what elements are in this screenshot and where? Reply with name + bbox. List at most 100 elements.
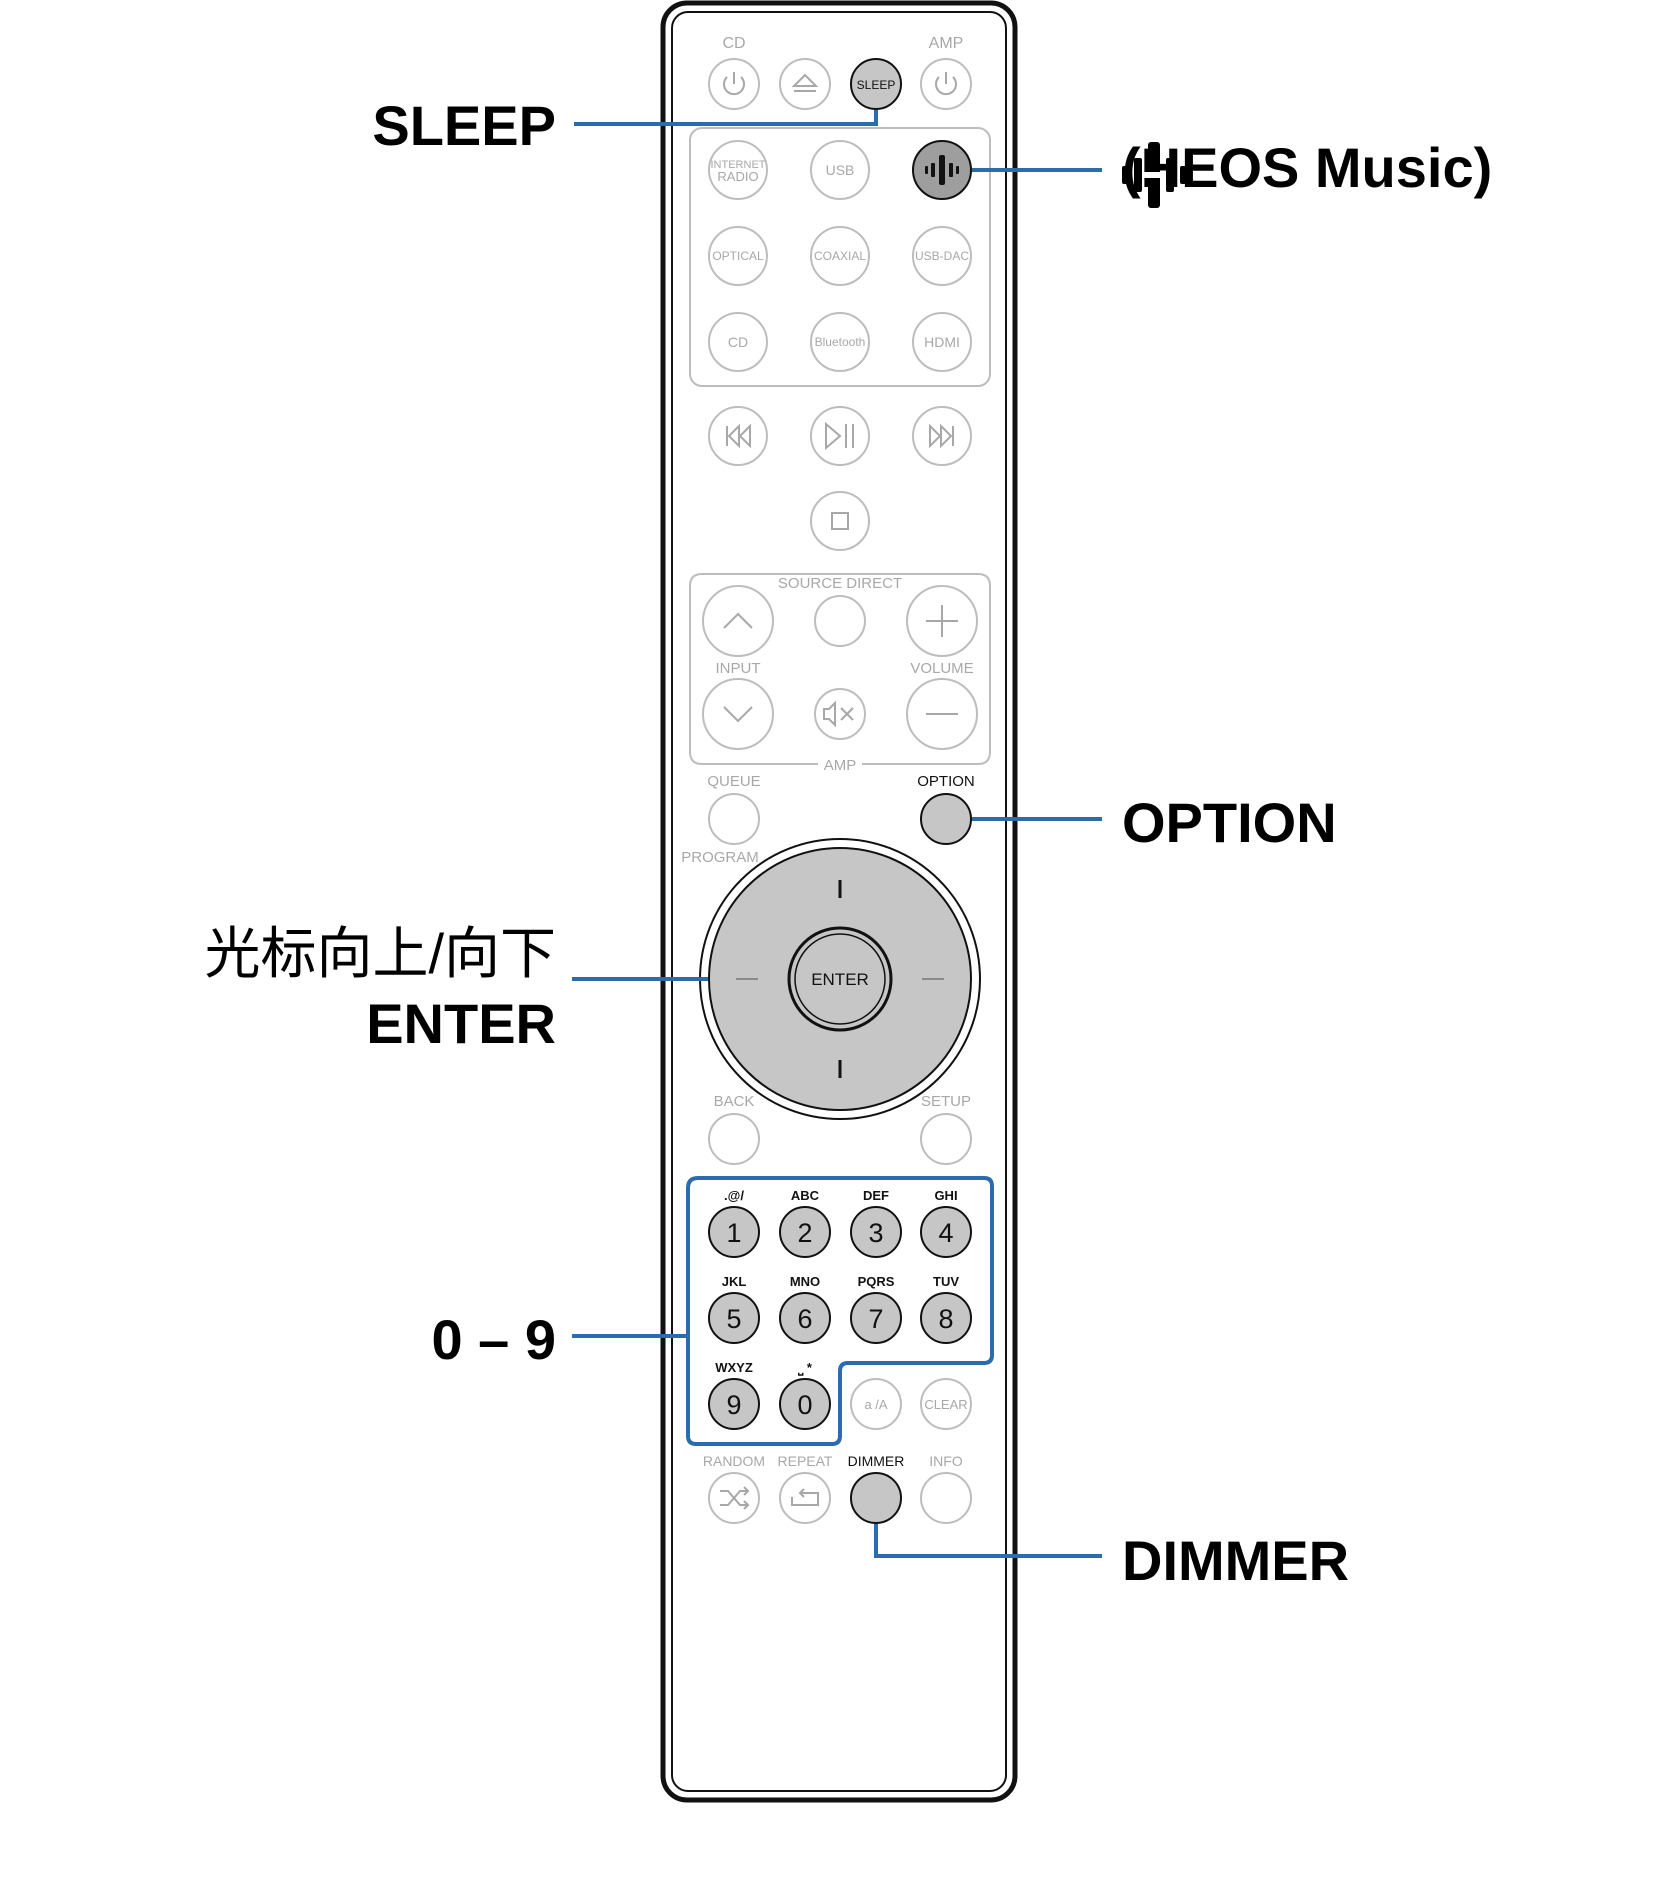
setup-label: SETUP <box>921 1093 971 1110</box>
key-7-digit: 7 <box>868 1304 883 1334</box>
internet-radio-button[interactable]: INTERNET RADIO <box>708 140 768 200</box>
skip-back-icon <box>726 423 751 449</box>
mute-button[interactable] <box>814 688 866 740</box>
source-direct-button[interactable] <box>814 595 866 647</box>
heos-icon <box>1122 142 1186 208</box>
queue-label: QUEUE <box>707 773 760 790</box>
key-7-letters: PQRS <box>858 1274 895 1289</box>
digits-callout: 0 – 9 <box>431 1308 556 1371</box>
eject-icon <box>791 73 819 92</box>
chevron-down-icon <box>723 706 753 723</box>
random-label: RANDOM <box>703 1453 765 1469</box>
key-4-letters: GHI <box>934 1188 957 1203</box>
callout-lines <box>572 110 1102 1558</box>
skip-forward-button[interactable] <box>912 406 972 466</box>
back-button[interactable] <box>708 1113 760 1165</box>
amp-power-button[interactable] <box>920 58 972 110</box>
repeat-label: REPEAT <box>778 1453 833 1469</box>
option-button[interactable] <box>920 793 972 845</box>
case-toggle-label: a /A <box>864 1397 887 1412</box>
key-4-button[interactable]: 4 <box>920 1206 972 1258</box>
usb-dac-button[interactable]: USB-DAC <box>912 226 972 286</box>
cd-source-button[interactable]: CD <box>708 312 768 372</box>
play-pause-button[interactable] <box>810 406 870 466</box>
key-5-letters: JKL <box>722 1274 747 1289</box>
key-9-digit: 9 <box>726 1390 741 1420</box>
coaxial-button[interactable]: COAXIAL <box>810 226 870 286</box>
internet-radio-line2: RADIO <box>717 169 758 184</box>
dimmer-leader <box>874 1524 1102 1558</box>
stop-button[interactable] <box>810 491 870 551</box>
key-4-digit: 4 <box>938 1218 953 1248</box>
key-9-button[interactable]: 9 <box>708 1378 760 1430</box>
repeat-icon <box>791 1488 819 1506</box>
key-2-button[interactable]: 2 <box>779 1206 831 1258</box>
bluetooth-label: Bluetooth <box>815 335 866 349</box>
sleep-leader <box>574 110 878 126</box>
coaxial-label: COAXIAL <box>814 249 866 263</box>
sleep-button[interactable]: SLEEP <box>850 58 902 110</box>
key-6-button[interactable]: 6 <box>779 1292 831 1344</box>
power-icon <box>935 72 957 96</box>
key-1-digit: 1 <box>726 1218 741 1248</box>
usb-button[interactable]: USB <box>810 140 870 200</box>
play-pause-icon <box>825 421 854 451</box>
volume-down-button[interactable] <box>906 678 978 750</box>
key-7-button[interactable]: 7 <box>850 1292 902 1344</box>
key-1-button[interactable]: 1 <box>708 1206 760 1258</box>
amp-panel <box>689 573 991 765</box>
heos-button[interactable] <box>912 140 972 200</box>
optical-button[interactable]: OPTICAL <box>708 226 768 286</box>
eject-button[interactable] <box>779 58 831 110</box>
cd-power-button[interactable] <box>708 58 760 110</box>
chevron-up-icon <box>723 612 753 629</box>
key-5-button[interactable]: 5 <box>708 1292 760 1344</box>
enter-callout: ENTER <box>366 992 556 1055</box>
enter-button-label: ENTER <box>811 970 869 989</box>
key-3-digit: 3 <box>868 1218 883 1248</box>
key-0-button[interactable]: 0 <box>779 1378 831 1430</box>
volume-up-button[interactable] <box>906 585 978 657</box>
input-up-button[interactable] <box>702 585 774 657</box>
setup-button[interactable] <box>920 1113 972 1165</box>
skip-back-button[interactable] <box>708 406 768 466</box>
key-9-letters: WXYZ <box>715 1360 753 1375</box>
hdmi-label: HDMI <box>924 334 960 350</box>
program-label: PROGRAM <box>681 849 759 866</box>
key-0-digit: 0 <box>797 1390 812 1420</box>
info-button[interactable] <box>920 1472 972 1524</box>
key-8-button[interactable]: 8 <box>920 1292 972 1344</box>
dimmer-label: DIMMER <box>848 1453 905 1469</box>
key-6-letters: MNO <box>790 1274 820 1289</box>
clear-button[interactable]: CLEAR <box>920 1378 972 1430</box>
cd-source-label: CD <box>728 334 748 350</box>
queue-button[interactable] <box>708 793 760 845</box>
option-label: OPTION <box>917 773 975 790</box>
random-button[interactable] <box>708 1472 760 1524</box>
enter-button[interactable]: ENTER <box>787 926 893 1032</box>
usb-dac-label: USB-DAC <box>915 249 969 263</box>
mute-icon <box>823 700 854 728</box>
option-callout: OPTION <box>1122 791 1337 854</box>
bluetooth-button[interactable]: Bluetooth <box>810 312 870 372</box>
sleep-button-label: SLEEP <box>857 78 896 92</box>
case-toggle-button[interactable]: a /A <box>850 1378 902 1430</box>
keypad-highlight <box>686 1176 994 1446</box>
key-1-letters: .@/ <box>724 1188 744 1203</box>
key-6-digit: 6 <box>797 1304 812 1334</box>
input-label: INPUT <box>716 660 761 677</box>
dimmer-button[interactable] <box>850 1472 902 1524</box>
input-down-button[interactable] <box>702 678 774 750</box>
key-8-digit: 8 <box>938 1304 953 1334</box>
hdmi-button[interactable]: HDMI <box>912 312 972 372</box>
back-label: BACK <box>714 1093 755 1110</box>
power-icon <box>723 72 745 96</box>
heos-callout: (HEOS Music) <box>1122 140 1492 208</box>
key-3-button[interactable]: 3 <box>850 1206 902 1258</box>
info-label: INFO <box>929 1453 963 1469</box>
key-3-letters: DEF <box>863 1188 889 1203</box>
plus-icon <box>926 605 958 637</box>
repeat-button[interactable] <box>779 1472 831 1524</box>
stop-icon <box>831 512 849 530</box>
